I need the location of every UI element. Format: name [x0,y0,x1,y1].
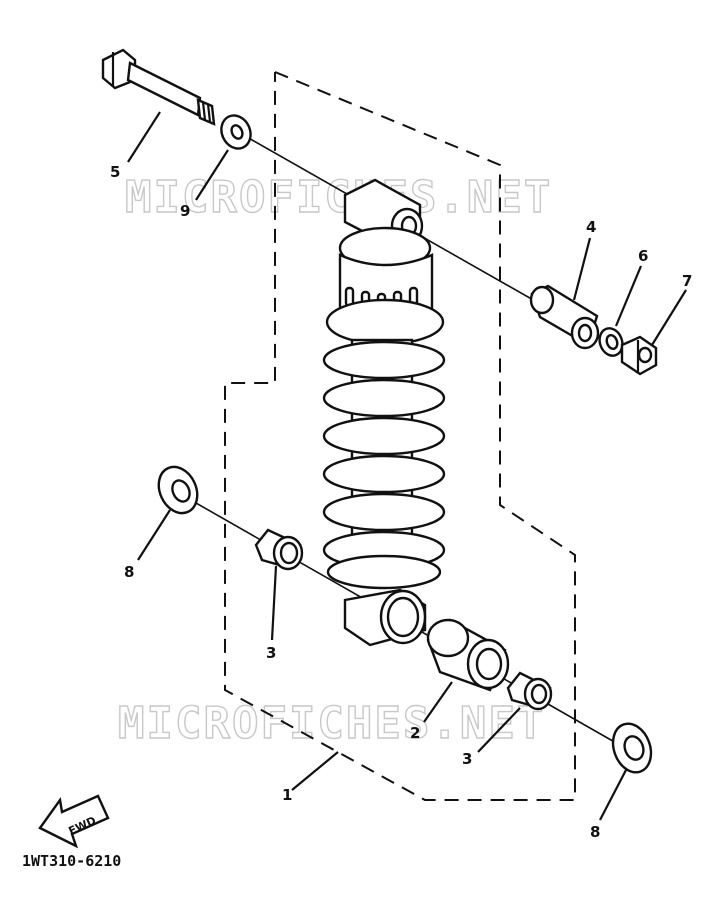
bolt-part [101,48,216,126]
bushing-lower-part [426,618,510,692]
callout-8-bottom: 8 [590,823,600,841]
fwd-arrow-icon: FWD [38,794,110,849]
callout-9: 9 [180,202,190,220]
assembly-boundary [224,71,576,801]
leader-2 [423,681,453,723]
callout-6: 6 [638,247,648,265]
callout-3-right: 3 [462,750,472,768]
callout-7: 7 [682,272,692,290]
shock-absorber-part [322,178,446,647]
collar-top-part [529,284,600,350]
leader-9 [195,149,229,201]
leader-4 [572,237,592,301]
callout-1: 1 [282,786,292,804]
leader-7 [651,289,687,346]
leader-3-left [270,565,278,641]
bushing-left-part [254,528,304,571]
washer-right-part [598,327,624,357]
bushing-right-part [506,671,553,711]
washer-bottom-part [611,722,653,774]
leader-3-right [477,707,521,753]
nut-part [620,335,658,376]
watermark-bottom: MICROFICHES.NET [118,698,545,749]
watermark-top: MICROFICHES.NET [125,172,552,223]
callout-5: 5 [110,163,120,181]
leader-5 [127,111,161,163]
leader-8-left [137,509,171,561]
catalog-code: 1WT310-6210 [22,852,121,870]
washer-top-part [220,114,252,150]
leader-1 [291,751,339,791]
callout-3-left: 3 [266,644,276,662]
callout-4: 4 [586,218,596,236]
leader-8-bottom [599,769,627,821]
callout-8-left: 8 [124,563,134,581]
leader-6 [614,265,643,327]
callout-2: 2 [410,724,420,742]
washer-left-part [157,465,199,515]
